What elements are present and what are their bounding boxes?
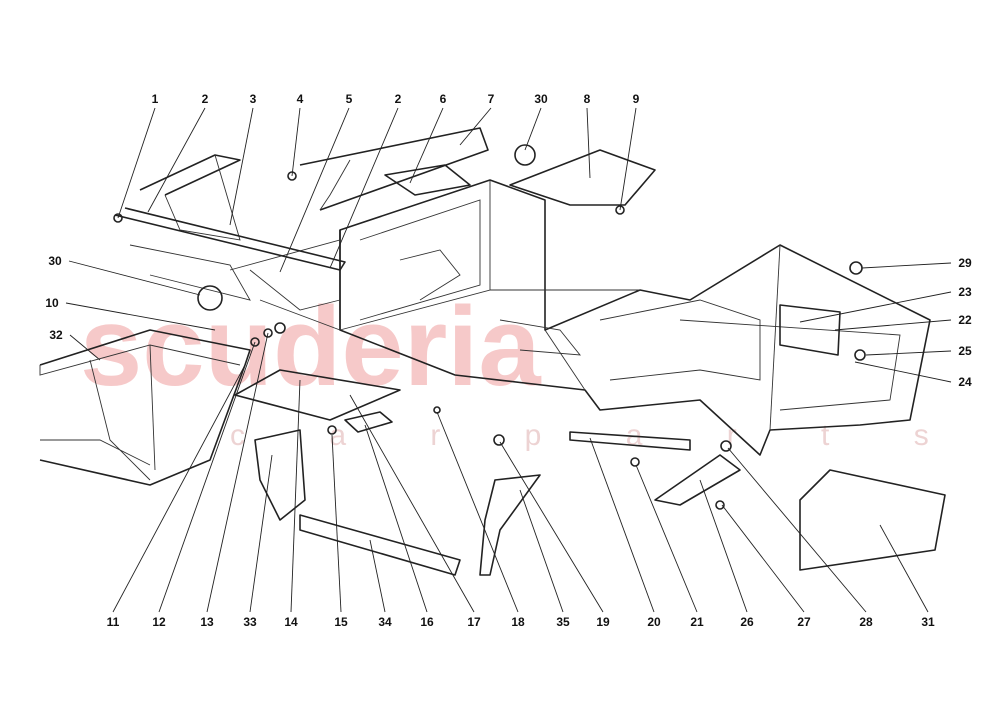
- callout-15: 15: [334, 615, 348, 629]
- watermark-sub: c a r p a r t s: [230, 419, 967, 452]
- callout-14: 14: [284, 615, 298, 629]
- callout-4: 4: [297, 92, 304, 106]
- callout-3: 3: [250, 92, 257, 106]
- callout-12: 12: [152, 615, 166, 629]
- callout-22: 22: [958, 313, 972, 327]
- leader-line-4: [291, 107, 301, 177]
- callout-33: 33: [243, 615, 257, 629]
- callout-7: 7: [488, 92, 495, 106]
- leader-line-28: [727, 447, 867, 613]
- leader-lines: [65, 107, 952, 613]
- callout-27: 27: [797, 615, 811, 629]
- callout-5: 5: [346, 92, 353, 106]
- leader-line-18: [436, 411, 519, 613]
- callout-13: 13: [200, 615, 214, 629]
- leader-line-24: [854, 361, 952, 383]
- callout-35: 35: [556, 615, 570, 629]
- leader-line-23: [799, 291, 952, 323]
- callout-28: 28: [859, 615, 873, 629]
- leader-line-25: [865, 350, 952, 356]
- leader-line-6: [409, 107, 444, 184]
- callout-32: 32: [49, 328, 63, 342]
- leader-line-26: [699, 479, 748, 613]
- callout-25: 25: [958, 344, 972, 358]
- callout-26: 26: [740, 615, 754, 629]
- leader-line-20: [589, 437, 655, 613]
- leader-line-5: [279, 107, 350, 273]
- callout-34: 34: [378, 615, 392, 629]
- leader-line-7: [459, 107, 492, 146]
- main-frame: [129, 179, 931, 456]
- leader-line-22: [834, 319, 952, 331]
- leader-line-29: [861, 262, 952, 269]
- leader-line-3: [229, 107, 254, 226]
- watermark-brand: scuderia: [80, 284, 541, 409]
- callout-29: 29: [958, 256, 972, 270]
- callout-11: 11: [107, 615, 120, 629]
- callout-10: 10: [45, 296, 59, 310]
- leader-line-8: [586, 107, 591, 179]
- callout-20: 20: [647, 615, 661, 629]
- leader-line-21: [635, 464, 698, 613]
- callout-17: 17: [467, 615, 481, 629]
- leader-line-11: [112, 364, 246, 613]
- callout-31: 31: [921, 615, 935, 629]
- callout-30: 30: [534, 92, 548, 106]
- leader-line-27: [721, 504, 805, 613]
- small-hardware: [113, 144, 866, 510]
- callout-30: 30: [48, 254, 62, 268]
- leader-line-17: [349, 394, 475, 613]
- leader-line-33: [249, 454, 273, 613]
- callout-21: 21: [690, 615, 704, 629]
- leader-line-30: [68, 260, 201, 296]
- callout-24: 24: [958, 375, 972, 389]
- leader-line-1: [117, 107, 156, 219]
- leader-line-12: [158, 341, 256, 613]
- leader-line-13: [206, 332, 269, 613]
- plates-and-panels: [234, 149, 946, 576]
- leader-line-9: [619, 107, 637, 211]
- callout-8: 8: [584, 92, 591, 106]
- callout-19: 19: [596, 615, 610, 629]
- callout-6: 6: [440, 92, 447, 106]
- callout-2: 2: [202, 92, 209, 106]
- leader-line-15: [331, 434, 342, 613]
- callout-1: 1: [152, 92, 159, 106]
- callout-23: 23: [958, 285, 972, 299]
- leader-line-2: [147, 107, 206, 213]
- callout-9: 9: [633, 92, 640, 106]
- leader-line-10: [65, 302, 216, 331]
- leader-line-16: [364, 424, 428, 613]
- callout-16: 16: [420, 615, 434, 629]
- callout-18: 18: [511, 615, 525, 629]
- leader-line-32: [69, 334, 101, 361]
- leader-line-14: [290, 379, 301, 613]
- leader-line-31: [879, 524, 929, 613]
- leader-line-30: [524, 107, 542, 151]
- leader-line-34: [369, 539, 386, 613]
- leader-line-19: [499, 441, 604, 613]
- callout-2: 2: [395, 92, 402, 106]
- leader-line-35: [519, 489, 564, 613]
- leader-line-2: [329, 107, 399, 269]
- rear-bumper-beams: [114, 127, 489, 271]
